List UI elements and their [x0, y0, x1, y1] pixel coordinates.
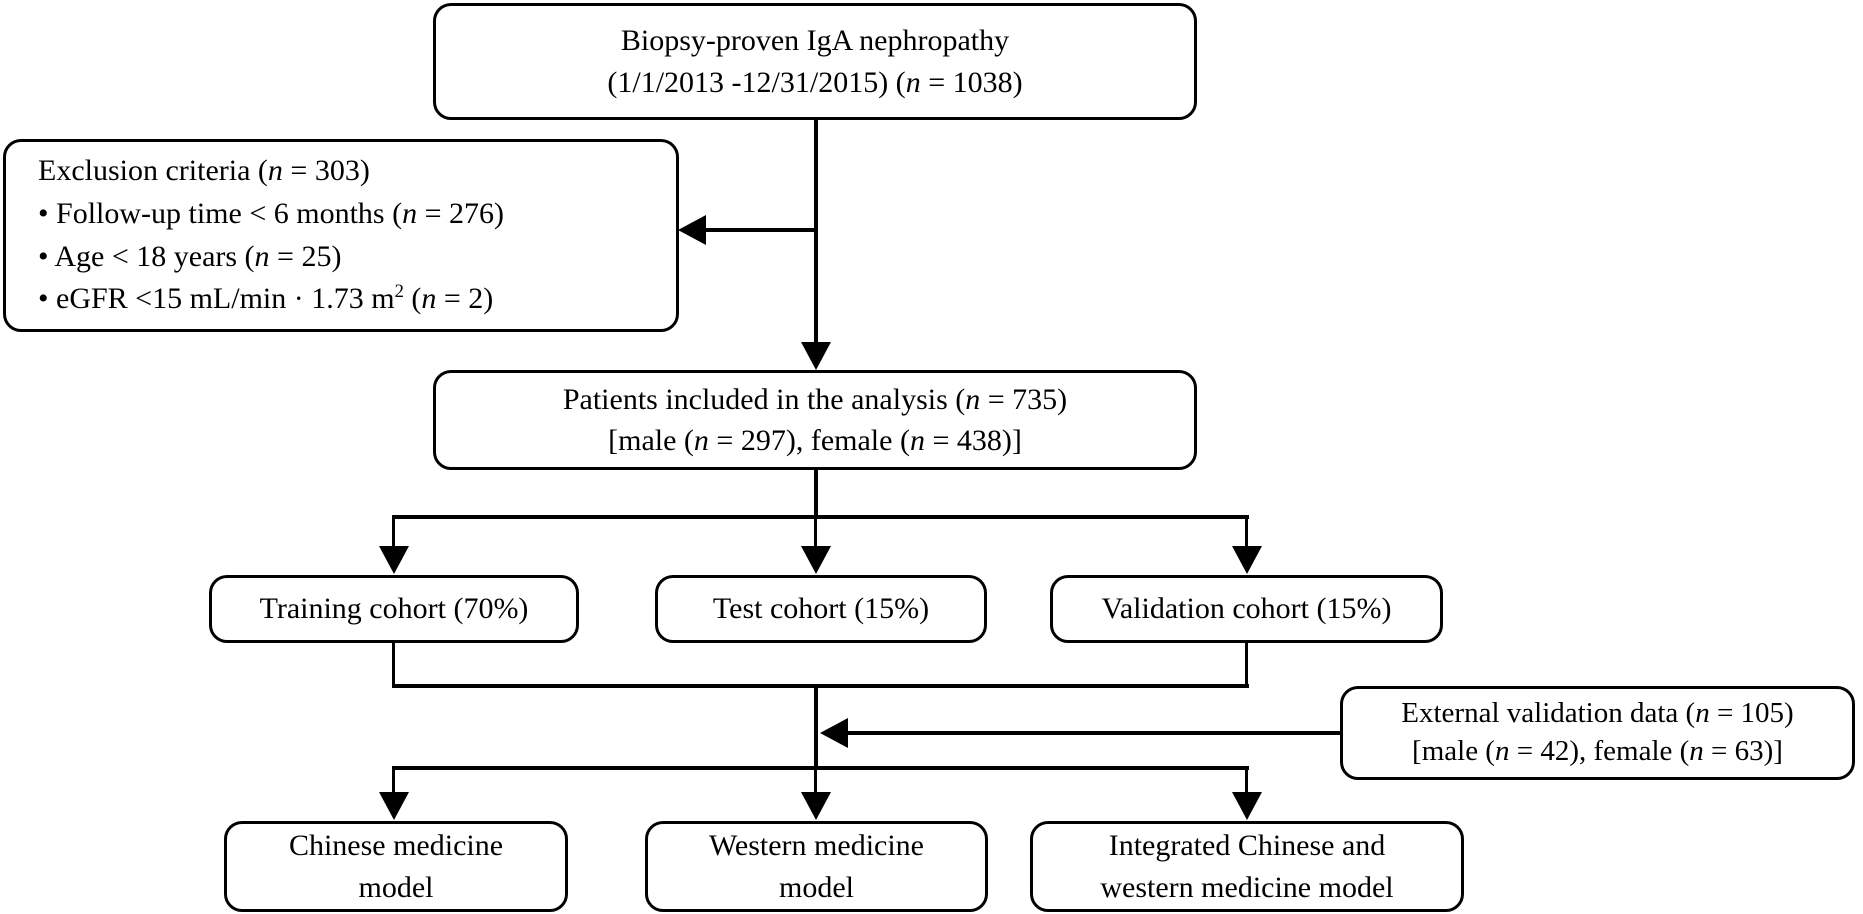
branch-line-models	[392, 766, 1249, 770]
connector-training-down	[392, 643, 395, 688]
node-text-line: External validation data (n = 105)	[1401, 697, 1794, 730]
node-text-line: model	[779, 870, 854, 904]
connector-branch-to-validation	[1245, 515, 1248, 548]
arrowhead-down-western	[801, 792, 831, 820]
node-text-line: • Age < 18 years (n = 25)	[38, 239, 342, 273]
node-text-line: Western medicine	[709, 829, 924, 863]
node-text-line: [male (n = 297), female (n = 438)]	[608, 424, 1022, 457]
arrowhead-down-integrated	[1232, 792, 1262, 820]
node-text-line: Chinese medicine	[288, 829, 504, 863]
node-text-line: Integrated Chinese and	[1108, 829, 1386, 863]
node-text-line: Training cohort (70%)	[259, 592, 529, 626]
connector-merge-to-models	[814, 686, 818, 770]
node-text-line: western medicine model	[1100, 870, 1394, 904]
node-test-cohort: Test cohort (15%)	[655, 575, 987, 643]
arrowhead-down-patients	[801, 342, 831, 370]
arrowhead-down-validation	[1232, 546, 1262, 574]
node-external-validation: External validation data (n = 105) [male…	[1340, 686, 1855, 780]
node-text-line: Exclusion criteria (n = 303)	[38, 154, 370, 188]
node-western-medicine-model: Western medicine model	[645, 821, 988, 912]
node-text-line: Test cohort (15%)	[712, 592, 930, 626]
connector-validation-down	[1245, 643, 1248, 688]
arrowhead-left-external	[820, 718, 848, 748]
node-text-line: model	[358, 870, 434, 904]
arrowhead-left-exclusion	[678, 215, 706, 245]
connector-branch-to-test	[814, 515, 817, 548]
arrowhead-down-test	[801, 546, 831, 574]
connector-branch-to-chinese	[392, 766, 395, 794]
node-validation-cohort: Validation cohort (15%)	[1050, 575, 1443, 643]
connector-branch-to-training	[392, 515, 395, 548]
connector-to-exclusion	[704, 228, 816, 232]
node-text-line: Patients included in the analysis (n = 7…	[562, 382, 1068, 416]
node-biopsy-proven-igan: Biopsy-proven IgA nephropathy (1/1/2013 …	[433, 3, 1197, 120]
connector-branch-to-western	[814, 766, 817, 794]
arrowhead-down-training	[379, 546, 409, 574]
node-text-line: Validation cohort (15%)	[1101, 592, 1392, 626]
node-chinese-medicine-model: Chinese medicine model	[224, 821, 568, 912]
branch-line-cohorts	[392, 515, 1249, 519]
node-text-line: [male (n = 42), female (n = 63)]	[1412, 735, 1783, 767]
connector-branch-to-integrated	[1245, 766, 1248, 794]
node-integrated-medicine-model: Integrated Chinese and western medicine …	[1030, 821, 1464, 912]
node-text-line: Biopsy-proven IgA nephropathy	[620, 24, 1010, 58]
node-exclusion-criteria: Exclusion criteria (n = 303) • Follow-up…	[3, 139, 679, 332]
node-training-cohort: Training cohort (70%)	[209, 575, 579, 643]
node-text-line: • eGFR <15 mL/min · 1.73 m2 (n = 2)	[38, 281, 494, 316]
connector-biopsy-to-patients	[814, 120, 818, 344]
arrowhead-down-chinese	[379, 792, 409, 820]
connector-external-to-stem	[847, 731, 1340, 735]
connector-patients-to-branch	[814, 470, 818, 519]
node-text-line: (1/1/2013 -12/31/2015) (n = 1038)	[607, 65, 1023, 99]
node-text-line: • Follow-up time < 6 months (n = 276)	[38, 196, 505, 230]
node-patients-included: Patients included in the analysis (n = 7…	[433, 370, 1197, 470]
merge-line-cohorts	[392, 684, 1249, 688]
